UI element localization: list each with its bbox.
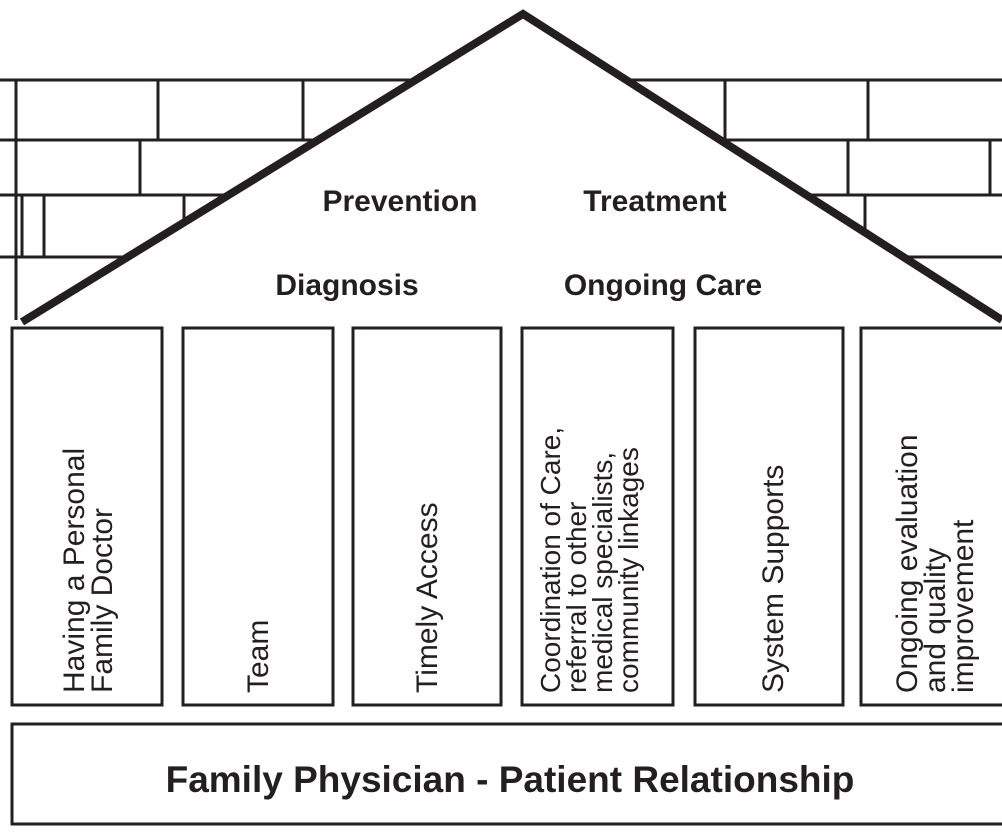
pillar-team (181, 326, 335, 707)
foundation-label: Family Physician - Patient Relationship (166, 759, 855, 800)
roof-interior (22, 14, 1002, 320)
pillar-label-personal-family-doctor: Having a Personal Family Doctor (58, 440, 119, 694)
pillar-label-team: Team (242, 620, 275, 693)
roof-label-treatment: Treatment (583, 185, 726, 218)
pillar-system-supports (693, 326, 845, 707)
roof-outline (19, 9, 1002, 326)
roof-label-diagnosis: Diagnosis (275, 269, 418, 302)
pillar-ongoing-evaluation (859, 326, 1002, 707)
roof-label-prevention: Prevention (322, 185, 477, 218)
pillar-label-timely-access: Timely Access (411, 502, 444, 693)
pillar-label-system-supports: System Supports (757, 465, 790, 693)
foundation-box (10, 722, 1002, 826)
pillar-personal-family-doctor (10, 326, 164, 707)
roof-label-ongoing-care: Ongoing Care (564, 269, 762, 302)
pillar-label-coordination-of-care: Coordination of Care, referral to other … (535, 419, 644, 693)
pillars (10, 326, 1002, 707)
pillar-label-ongoing-evaluation: Ongoing evaluation and quality improveme… (891, 426, 980, 693)
pillar-coordination-of-care (520, 326, 675, 707)
pillar-timely-access (351, 326, 503, 707)
